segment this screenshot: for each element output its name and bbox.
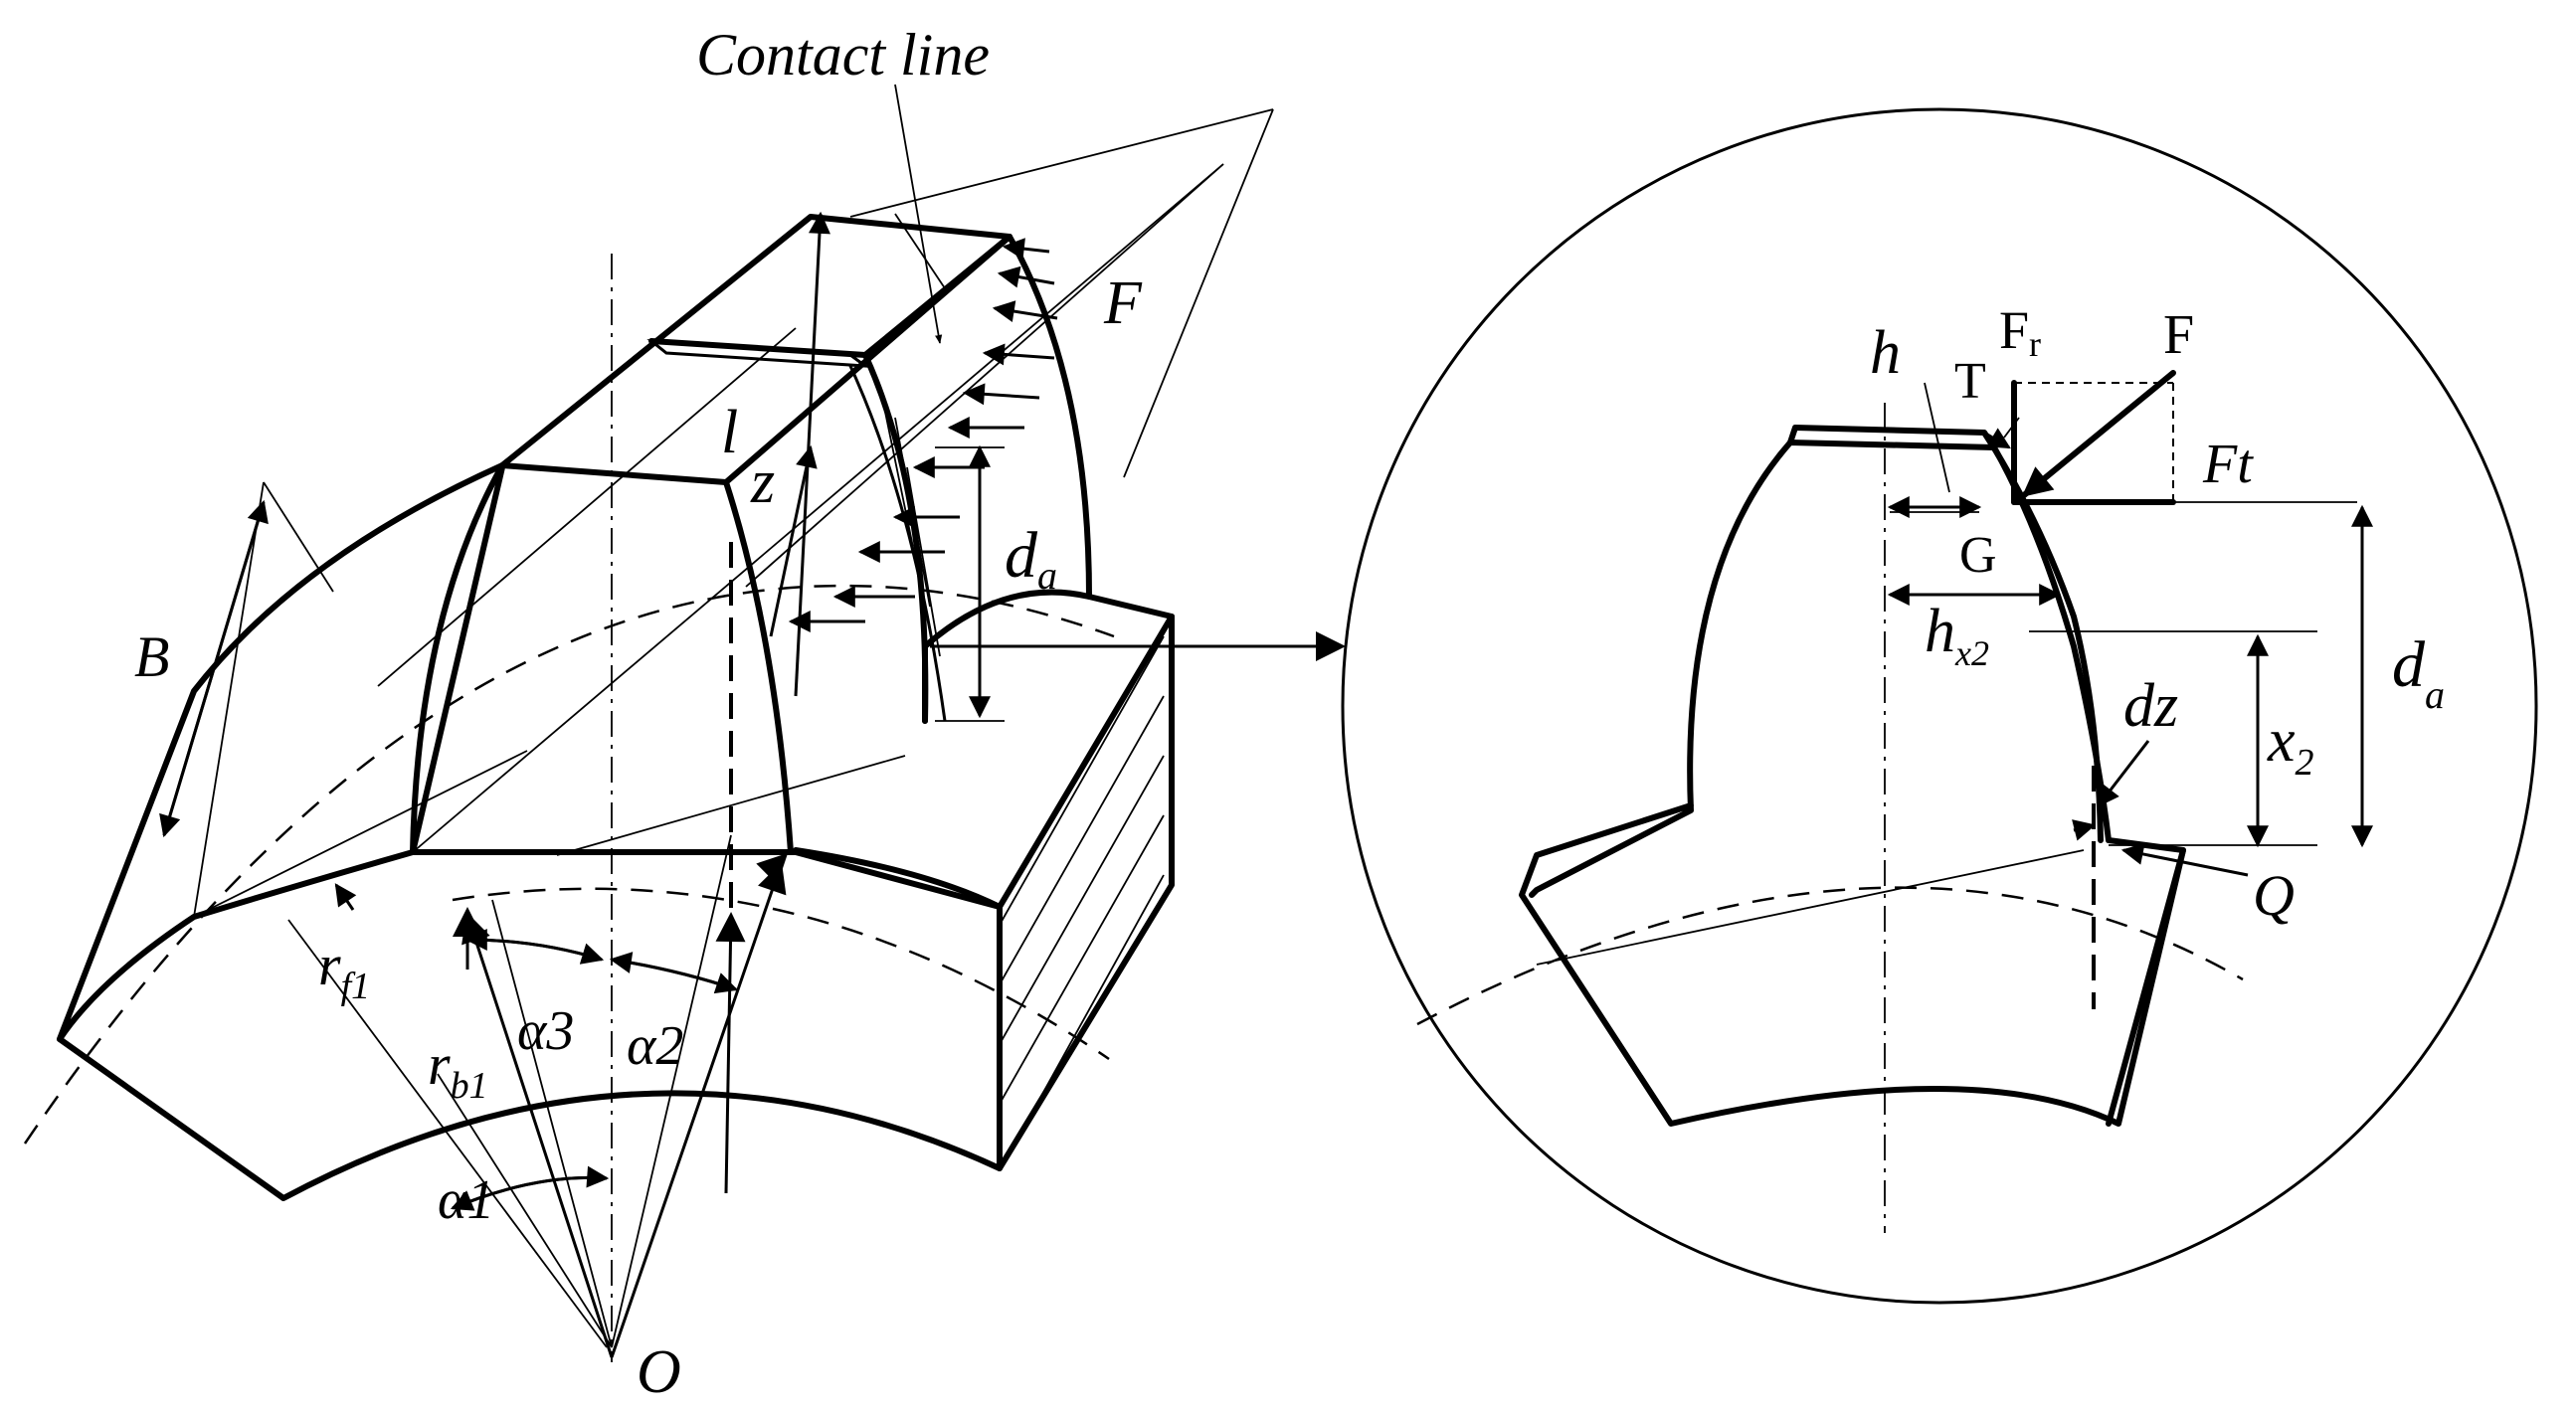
label-B: B xyxy=(134,624,169,689)
tooth-front-right-flank xyxy=(723,479,794,855)
detail-view xyxy=(1341,107,2538,1305)
tooth-side-top xyxy=(862,234,1012,358)
gear-block-right xyxy=(793,614,1175,1171)
label-T: T xyxy=(1954,353,1986,410)
label-Ft: Ft xyxy=(2202,434,2254,495)
label-dz: dz xyxy=(2123,672,2178,740)
gear-tooth-3d xyxy=(23,84,1346,1362)
distributed-force-arrows xyxy=(788,238,1058,632)
gear-body-outline xyxy=(57,462,505,1042)
label-rf1: rf1 xyxy=(318,933,370,1007)
tooth-front-left-flank xyxy=(410,462,505,855)
label-O: O xyxy=(637,1338,681,1406)
label-Q: Q xyxy=(2253,863,2295,928)
label-rb1: rb1 xyxy=(428,1032,488,1107)
label-F-detail: F xyxy=(2163,304,2194,366)
F-arrow xyxy=(2021,370,2176,498)
label-G: G xyxy=(1959,527,1997,584)
tooth-top-front-edge xyxy=(499,462,729,485)
label-da-detail: da xyxy=(2392,628,2445,717)
label-alpha3: α3 xyxy=(517,1000,574,1062)
label-F-main: F xyxy=(1103,269,1143,337)
contact-strip-side xyxy=(848,365,947,722)
contact-strip xyxy=(646,339,871,368)
tooth-back-flank-inner xyxy=(862,352,929,724)
rb1-radius xyxy=(461,912,614,1358)
tooth-back-flank xyxy=(1007,234,1092,600)
contact-line-pointer xyxy=(894,84,943,344)
hatching xyxy=(879,387,1165,1154)
gear-base-front xyxy=(57,847,1003,1201)
detail-tooth-outline xyxy=(1519,440,2186,1127)
gear-block-top xyxy=(922,589,1175,724)
label-Fr: Fr xyxy=(1999,300,2041,364)
right-labels: h T Fr F Ft G hx2 da dz x2 Q xyxy=(1870,300,2445,928)
label-x2: x2 xyxy=(2267,707,2314,784)
label-hx2: hx2 xyxy=(1925,598,1989,673)
label-da-main: da xyxy=(1005,519,1057,598)
base-circle-arc xyxy=(23,584,1115,1145)
label-h: h xyxy=(1870,319,1901,387)
detail-circle xyxy=(1341,107,2538,1305)
label-alpha2: α2 xyxy=(627,1015,683,1077)
label-contact-line: Contact line xyxy=(696,22,990,88)
r-radius-right xyxy=(610,862,787,1358)
label-l: l xyxy=(721,399,738,466)
root-circle-arc xyxy=(452,887,1110,1061)
label-alpha1: α1 xyxy=(438,1169,494,1231)
left-labels: Contact line F l z da B rf1 rb1 α3 α2 α1… xyxy=(134,22,1143,1406)
label-z: z xyxy=(750,448,775,516)
construction-lines xyxy=(193,108,1274,1348)
